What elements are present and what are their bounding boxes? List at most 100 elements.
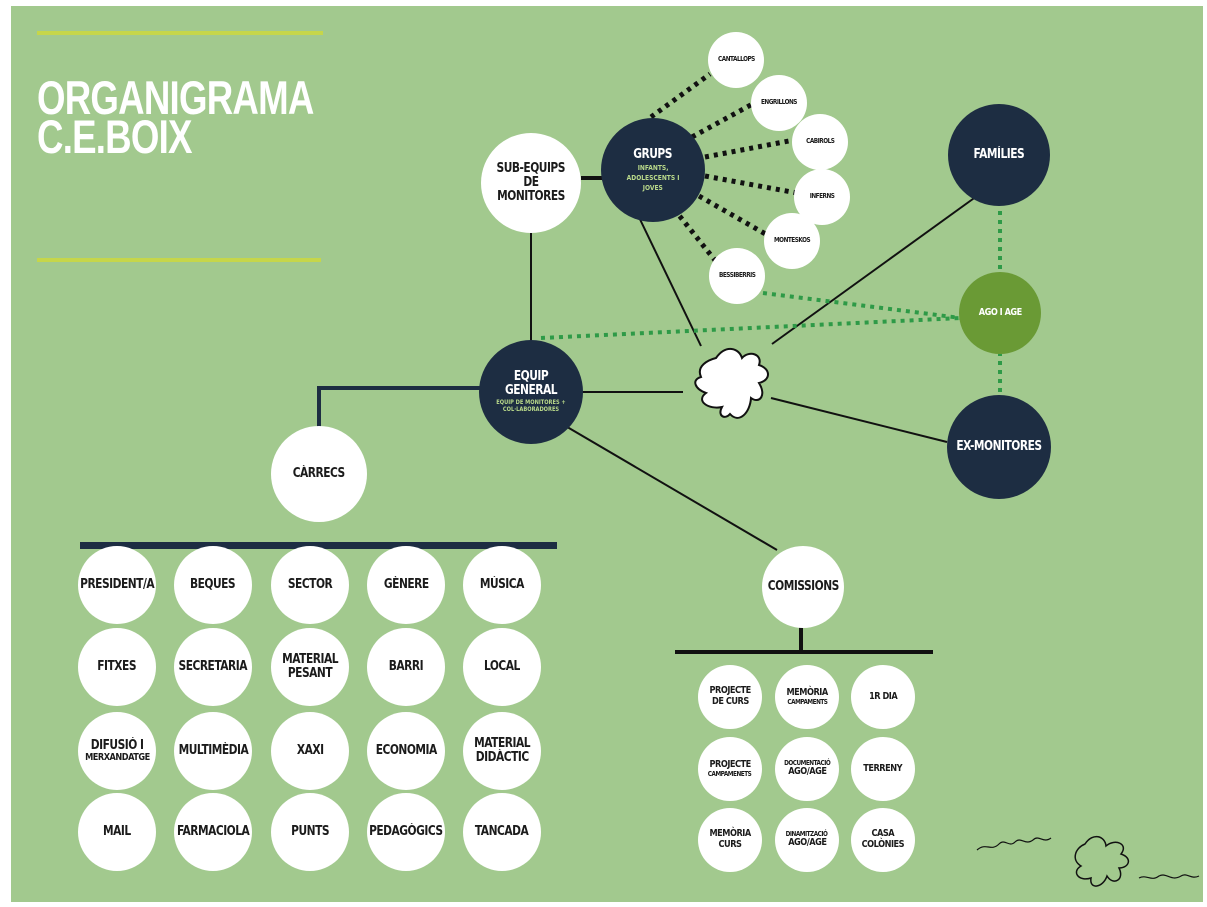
carrec-label: PUNTS xyxy=(291,823,329,839)
ago-dotted-connectors xyxy=(540,211,1002,394)
carrec-node: TANCADA xyxy=(463,793,541,871)
comission-label: PROJECTE xyxy=(709,685,751,697)
comission-label: 1R DIA xyxy=(868,690,898,702)
equip-general-sublabel: EQUIP DE MONITORES + COL·LABORADORES xyxy=(496,399,566,414)
carrecs-bar xyxy=(80,542,557,549)
comission-label: DOCUMENTACIÓ xyxy=(783,758,831,767)
signature-stroke xyxy=(976,837,1200,879)
title-line1: ORGANIGRAMA xyxy=(37,71,314,124)
carrec-label: XAXI xyxy=(296,742,324,758)
comissions-node: COMISSIONS xyxy=(762,546,844,628)
ex-monitores-node: EX-MONITORES xyxy=(947,395,1051,499)
comission-label: CAMPAMENTS xyxy=(786,697,828,706)
signature-splat-icon xyxy=(1074,835,1130,887)
carrec-node: PRESIDENT/A xyxy=(78,546,156,624)
comissions-title: COMISSIONS xyxy=(767,578,839,594)
carrec-label: PESANT xyxy=(287,666,333,681)
families-node: FAMÍLIES xyxy=(948,104,1050,206)
group-node: MONTESKOS xyxy=(764,213,820,269)
carrec-label: MATERIAL xyxy=(282,651,338,667)
carrec-node: SECRETARIA xyxy=(174,628,252,706)
connector-families-star xyxy=(771,195,978,345)
comission-label: TERRENY xyxy=(863,762,903,774)
group-node: ENGRILLONS xyxy=(751,75,807,131)
carrec-node: PEDAGÒGICS xyxy=(367,793,445,871)
carrec-label: PEDAGÒGICS xyxy=(369,823,443,839)
connector-star-exmonitores xyxy=(770,397,948,443)
group-label: BESSIBERRIS xyxy=(718,271,756,280)
title-accent-bar-top xyxy=(37,31,323,35)
comission-label: CURS xyxy=(718,839,742,850)
grups-sub2: ADOLESCENTS I xyxy=(626,173,680,182)
carrecs-title: CÀRRECS xyxy=(292,465,346,481)
carrec-label: DIFUSIÓ I xyxy=(90,737,144,753)
group-node: CANTALLOPS xyxy=(708,32,764,88)
group-node: CABIROLS xyxy=(792,114,848,170)
ago-age-label: AGO I AGE xyxy=(978,306,1022,318)
comission-label: AGO/AGE xyxy=(787,766,827,778)
comission-label: MEMÒRIA xyxy=(709,828,751,840)
comission-label: PROJECTE xyxy=(709,758,751,770)
carrec-node: PUNTS xyxy=(271,793,349,871)
grups-label: GRUPS xyxy=(633,146,673,162)
carrec-label: MAIL xyxy=(103,823,131,839)
carrec-label: BEQUES xyxy=(190,576,236,592)
carrec-label: SECTOR xyxy=(287,576,333,592)
families-label: FAMÍLIES xyxy=(973,146,1025,162)
carrec-label: FITXES xyxy=(97,658,137,674)
comission-label: DE CURS xyxy=(711,696,749,707)
comission-label: CAMPAMENETS xyxy=(708,769,752,778)
carrec-node: FITXES xyxy=(78,628,156,706)
carrec-label: MATERIAL xyxy=(474,735,530,751)
carrec-label: BARRI xyxy=(388,658,424,674)
title-line2: C.E.BOIX xyxy=(37,110,192,163)
group-label: MONTESKOS xyxy=(773,236,811,245)
carrec-node: FARMACIOLA xyxy=(174,793,252,871)
group-label: CANTALLOPS xyxy=(717,55,755,64)
carrec-label: ECONOMIA xyxy=(375,742,437,758)
carrec-node: MÚSICA xyxy=(463,546,541,624)
group-label: ENGRILLONS xyxy=(760,98,798,107)
carrec-label: MÚSICA xyxy=(479,576,525,592)
carrecs-node: CÀRRECS xyxy=(271,426,367,522)
connector-layer xyxy=(317,71,1200,887)
carrec-node: MAIL xyxy=(78,793,156,871)
comissions-bar xyxy=(675,650,933,654)
grups-sub3: JOVES xyxy=(642,184,664,193)
connector-hub-comissions xyxy=(556,420,778,551)
equip-general-node: EQUIP GENERAL EQUIP DE MONITORES + COL·L… xyxy=(479,340,583,444)
sub-equips-line2: DE MONITORES xyxy=(497,174,565,205)
carrec-label: PRESIDENT/A xyxy=(79,576,155,592)
carrec-label: TANCADA xyxy=(475,823,529,839)
carrec-node: LOCAL xyxy=(463,628,541,706)
carrec-node: SECTOR xyxy=(271,546,349,624)
group-label: INFERNS xyxy=(809,192,835,201)
connector-grups-star xyxy=(635,210,702,347)
carrec-label: FARMACIOLA xyxy=(176,823,250,839)
title-accent-bar-bottom xyxy=(37,258,321,262)
equip-general-label: EQUIP GENERAL xyxy=(504,369,558,399)
comission-label: MEMÒRIA xyxy=(786,686,828,698)
carrec-node: GÈNERE xyxy=(367,546,445,624)
carrec-label: SECRETARIA xyxy=(178,658,248,674)
carrec-label: MULTIMÈDIA xyxy=(178,742,248,758)
carrec-label: LOCAL xyxy=(484,658,520,674)
comission-node: 1R DIA xyxy=(851,665,915,729)
grups-node: GRUPS INFANTS, ADOLESCENTS I JOVES xyxy=(601,118,705,222)
splat-icon xyxy=(694,348,769,419)
sub-equips-node: SUB-EQUIPS DE MONITORES xyxy=(481,133,581,233)
ex-monitores-label: EX-MONITORES xyxy=(956,438,1042,454)
carrec-node: ECONOMIA xyxy=(367,712,445,790)
grups-sub1: INFANTS, xyxy=(637,163,669,172)
carrec-label: DIDÀCTIC xyxy=(475,750,529,765)
